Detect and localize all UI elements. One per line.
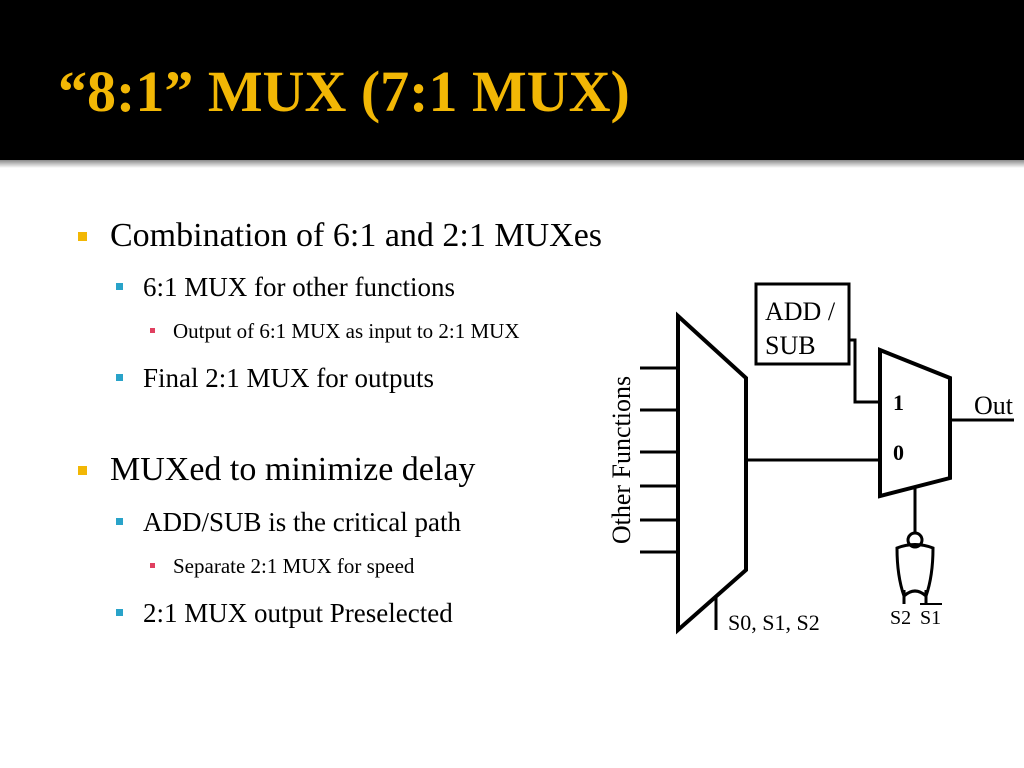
bullet-marker-level3 xyxy=(150,563,155,568)
bullet-marker-level2 xyxy=(116,609,123,616)
bullet-item: Final 2:1 MUX for outputs xyxy=(143,363,435,393)
bullet-marker-level2 xyxy=(116,374,123,381)
gate-label-s2: S2 xyxy=(890,607,911,629)
bullet-marker-level2 xyxy=(116,518,123,525)
bullet-item: 6:1 MUX for other functions xyxy=(143,272,455,302)
six-to-one-mux xyxy=(676,311,748,635)
bullet-item: ADD/SUB is the critical path xyxy=(143,507,461,537)
bullet-marker-level1 xyxy=(78,466,87,475)
other-functions-label: Other Functions xyxy=(607,376,636,544)
add-sub-label-line2: SUB xyxy=(765,331,816,360)
add-sub-wire xyxy=(849,338,880,404)
bullet-marker-level2 xyxy=(116,283,123,290)
bullet-item: Output of 6:1 MUX as input to 2:1 MUX xyxy=(173,319,520,343)
two-to-one-mux xyxy=(878,347,952,499)
slide-title: “8:1” MUX (7:1 MUX) xyxy=(58,59,630,124)
bullet-item: Separate 2:1 MUX for speed xyxy=(173,554,415,578)
title-divider xyxy=(0,160,1024,168)
six-to-one-select-label: S0, S1, S2 xyxy=(728,610,820,635)
gate-label-s1: S1 xyxy=(920,607,941,629)
mux-input-0-label: 0 xyxy=(893,440,904,465)
bullet-item: 2:1 MUX output Preselected xyxy=(143,598,453,628)
bullet-marker-level1 xyxy=(78,232,87,241)
mux-input-1-label: 1 xyxy=(893,390,904,415)
other-function-inputs xyxy=(640,366,678,554)
add-sub-box xyxy=(754,282,851,366)
bullet-marker-level3 xyxy=(150,328,155,333)
nor-gate xyxy=(895,543,935,599)
title-bar: “8:1” MUX (7:1 MUX) xyxy=(0,0,1024,160)
add-sub-label-line1: ADD / xyxy=(765,297,836,326)
bullet-item: Combination of 6:1 and 2:1 MUXes xyxy=(110,217,603,254)
bullet-item: MUXed to minimize delay xyxy=(110,451,476,488)
out-label: Out xyxy=(974,391,1014,420)
